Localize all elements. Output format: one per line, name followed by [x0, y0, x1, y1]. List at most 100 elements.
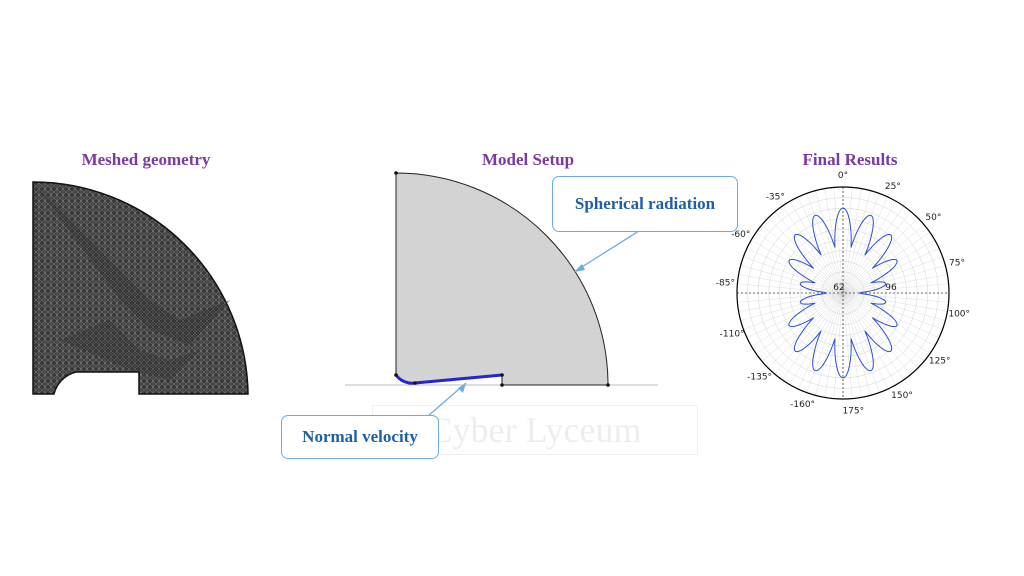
model-setup-geometry [345, 171, 658, 417]
polar-angle-label: 175° [842, 407, 864, 417]
polar-grid-spoke [842, 201, 897, 294]
polar-grid-spoke [833, 187, 844, 294]
meshed-geometry [32, 181, 249, 395]
polar-grid-spoke [842, 193, 880, 294]
polar-angle-label: 0° [838, 171, 848, 181]
polar-grid-spoke [842, 196, 888, 294]
polar-grid-spoke [842, 292, 925, 362]
radiation-pattern-curve [788, 207, 898, 379]
polar-grid-spoke [842, 292, 897, 385]
polar-radial-label: 62 [833, 283, 844, 293]
polar-grid-spoke [842, 232, 930, 294]
polar-grid-spoke [842, 292, 935, 347]
polar-grid-spoke [743, 292, 844, 330]
polar-grid-spoke [842, 190, 871, 294]
polar-grid-spoke [761, 292, 844, 362]
polar-grid-spoke [782, 292, 844, 380]
polar-grid-spoke [842, 292, 912, 375]
polar-grid-spoke [740, 265, 844, 294]
vertex-point [394, 171, 398, 175]
polar-grid-spoke [842, 265, 946, 294]
spherical-radiation-arrowhead [574, 264, 585, 272]
polar-grid-spoke [842, 256, 943, 294]
polar-grid-spoke [842, 292, 871, 396]
polar-grid-spoke [842, 292, 940, 338]
model-setup-title: Model Setup [481, 150, 575, 169]
vertex-point [413, 381, 417, 385]
polar-grid-spoke [737, 283, 844, 294]
polar-angle-label: 150° [891, 391, 913, 401]
polar-grid-spoke [842, 292, 949, 303]
polar-angle-label: -85° [716, 279, 735, 289]
polar-grid-spoke [824, 292, 844, 398]
polar-angle-label: -35° [766, 192, 785, 202]
polar-grid-spoke [738, 274, 844, 294]
polar-grid-spoke [751, 292, 844, 347]
vertex-point [606, 383, 610, 387]
final-results-title: Final Results [802, 150, 898, 169]
polar-grid-spoke [842, 239, 935, 294]
polar-grid-spoke [751, 239, 844, 294]
normal-velocity-arrowhead [458, 383, 466, 393]
polar-grid-spoke [842, 292, 862, 398]
polar-grid-spoke [806, 193, 844, 294]
polar-plot: 0°25°50°75°100°125°150°175°-160°-135°-11… [716, 171, 970, 417]
polar-grid-spoke [842, 292, 904, 380]
polar-angle-label: -160° [790, 400, 815, 410]
polar-grid-spoke [833, 292, 844, 399]
spherical-radiation-arrow [573, 228, 643, 273]
polar-grid-spoke [842, 292, 919, 369]
polar-grid-spoke [740, 292, 844, 321]
polar-grid-spoke [842, 292, 943, 330]
polar-grid-spoke [842, 217, 919, 294]
polar-angle-label: 50° [925, 213, 941, 223]
polar-grid-spoke [842, 292, 880, 393]
polar-grid-spoke [798, 196, 844, 294]
vertex-point [500, 373, 504, 377]
polar-grid-spoke [842, 206, 904, 294]
vertex-point [394, 373, 398, 377]
polar-angle-label: -110° [720, 329, 745, 339]
polar-grid-spoke [842, 274, 948, 294]
polar-grid-spoke [743, 256, 844, 294]
spherical-radiation-callout: Spherical radiation [552, 176, 738, 232]
polar-radial-label: 96 [885, 283, 897, 293]
polar-angle-label: 100° [948, 310, 970, 320]
polar-grid-spoke [737, 292, 844, 303]
polar-angle-label: 75° [949, 259, 965, 269]
polar-angle-label: -60° [731, 230, 750, 240]
polar-grid-spoke [798, 292, 844, 390]
polar-grid-spoke [789, 292, 844, 385]
polar-grid-spoke [746, 292, 844, 338]
polar-grid-spoke [746, 248, 844, 294]
polar-angle-label: -135° [747, 372, 772, 382]
polar-grid-spoke [842, 224, 925, 294]
polar-grid-spoke [842, 283, 949, 294]
polar-grid-spoke [842, 292, 946, 321]
polar-grid-spoke [761, 224, 844, 294]
polar-grid-spoke [774, 292, 844, 375]
meshed-geometry-title: Meshed geometry [81, 150, 211, 169]
polar-grid-spoke [756, 232, 844, 294]
polar-grid-spoke [738, 292, 844, 312]
polar-grid-spoke [842, 211, 912, 294]
polar-grid-spoke [767, 217, 844, 294]
watermark: Cyber Lyceum [372, 405, 698, 455]
polar-grid-spoke [789, 201, 844, 294]
polar-grid-spoke [842, 248, 940, 294]
polar-grid-spoke [842, 188, 862, 294]
mesh-refinement-band-lower [60, 320, 200, 380]
polar-angle-label: 125° [929, 357, 951, 367]
normal-velocity-callout: Normal velocity [281, 415, 439, 459]
polar-grid-spoke [842, 187, 853, 294]
polar-grid-spoke [767, 292, 844, 369]
polar-grid-spoke [842, 292, 930, 354]
polar-grid-spoke [782, 206, 844, 294]
polar-grid-spoke [815, 190, 844, 294]
vertex-point [500, 383, 504, 387]
polar-grid-spoke [806, 292, 844, 393]
polar-grid-spoke [815, 292, 844, 396]
polar-grid-spoke [824, 188, 844, 294]
polar-grid-spoke [774, 211, 844, 294]
